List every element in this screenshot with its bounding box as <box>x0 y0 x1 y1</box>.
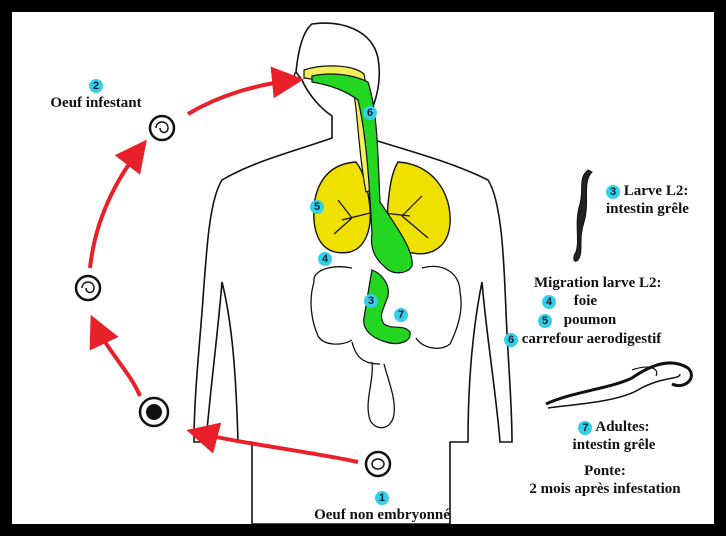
step-marker-1: 1 <box>375 491 389 505</box>
body-marker-lung: 5 <box>310 200 324 214</box>
arrow-egg1-to-dark <box>194 432 358 462</box>
body-marker-liver: 4 <box>318 252 332 266</box>
larva-location: intestin grêle <box>606 201 689 217</box>
migration-lung-text: poumon <box>564 312 617 328</box>
label-migration-title: Migration larve L2: <box>534 274 661 292</box>
laying-timing: 2 mois après infestation <box>529 481 680 497</box>
migration-item-lung: 5 poumon <box>538 311 616 329</box>
rectum <box>368 362 394 428</box>
migration-title: Migration larve L2: <box>534 275 661 291</box>
arrow-infective-to-mouth <box>188 80 296 114</box>
diagram-canvas: 2 Oeuf infestant 1 Oeuf non embryonné 3 … <box>12 12 714 524</box>
arrow-mid-to-infective <box>90 146 142 268</box>
larva-worm-icon <box>574 170 592 261</box>
egg-dark-icon <box>140 398 168 426</box>
migration-item-aerodigestive: 6 carrefour aerodigestif <box>504 330 661 348</box>
label-adults: 7 Adultes: intestin grêle <box>554 418 674 454</box>
human-body-outline <box>194 23 512 524</box>
egg-unembryonated-icon <box>366 452 390 476</box>
step-marker-5: 5 <box>538 314 552 328</box>
egg-infective-icon <box>150 116 174 140</box>
body-marker-intestine-adults: 7 <box>394 308 408 322</box>
step-marker-3: 3 <box>606 185 620 199</box>
egg-infective-text: Oeuf infestant <box>50 95 141 111</box>
adults-title: Adultes: <box>595 419 649 435</box>
egg-unembryonated-text: Oeuf non embryonné <box>314 507 450 523</box>
step-marker-7: 7 <box>578 421 592 435</box>
label-egg-infective: 2 Oeuf infestant <box>30 76 162 112</box>
large-intestine <box>311 266 461 364</box>
label-laying: Ponte: 2 mois après infestation <box>500 462 710 498</box>
label-egg-unembryonated: 1 Oeuf non embryonné <box>282 488 482 524</box>
adult-worms-icon <box>546 363 691 408</box>
label-larva: 3 Larve L2: intestin grêle <box>606 182 689 218</box>
larva-title: Larve L2: <box>624 183 689 199</box>
adults-location: intestin grêle <box>573 437 656 453</box>
arrow-dark-to-mid <box>94 322 140 396</box>
body-marker-intestine-larva: 3 <box>364 294 378 308</box>
migration-liver-text: foie <box>574 293 597 309</box>
step-marker-6: 6 <box>504 333 518 347</box>
migration-aerodigestive-text: carrefour aerodigestif <box>522 331 662 347</box>
step-marker-4: 4 <box>542 295 556 309</box>
migration-item-liver: 4 foie <box>542 292 597 310</box>
egg-developing-icon <box>76 276 100 300</box>
laying-title: Ponte: <box>584 463 626 479</box>
step-marker-2: 2 <box>89 79 103 93</box>
body-marker-aerodigestive: 6 <box>363 106 377 120</box>
